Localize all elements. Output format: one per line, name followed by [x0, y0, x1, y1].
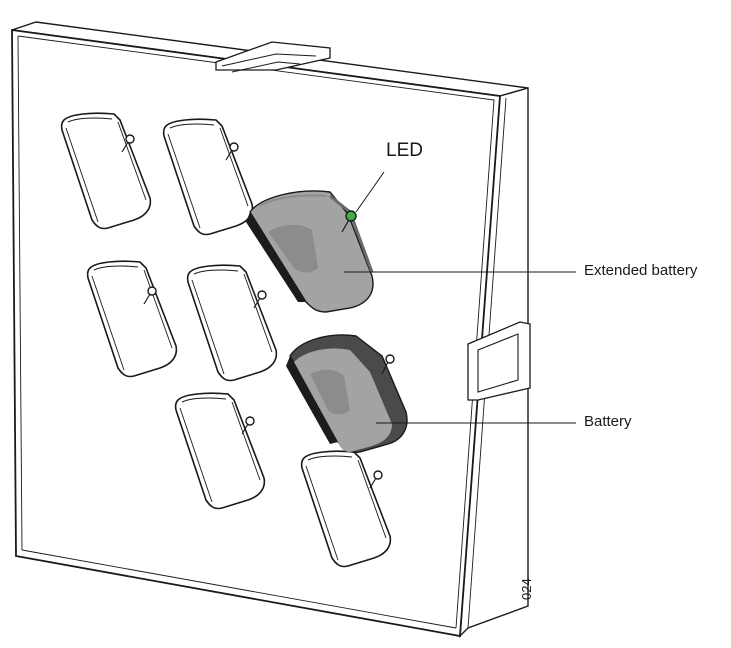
extended-battery	[246, 190, 374, 313]
battery-label: Battery	[584, 413, 632, 430]
leader-lines	[344, 171, 576, 424]
top-mounting-bracket	[215, 41, 331, 73]
led-label: LED	[386, 140, 423, 161]
figure-code: 024	[519, 578, 534, 600]
extended-battery-label: Extended battery	[584, 262, 698, 279]
led-indicator	[341, 210, 357, 233]
side-mounting-bracket	[467, 321, 531, 401]
